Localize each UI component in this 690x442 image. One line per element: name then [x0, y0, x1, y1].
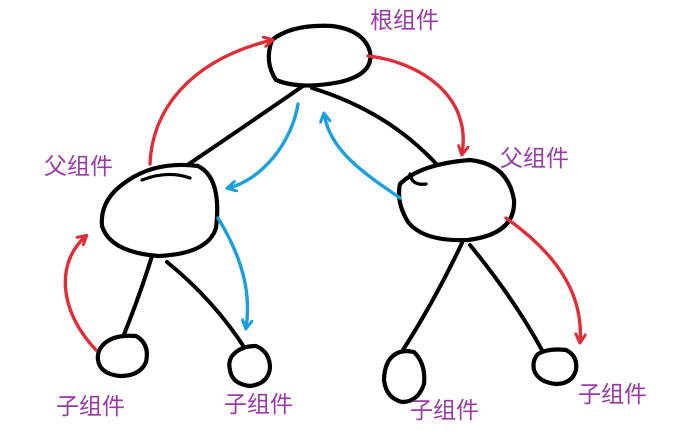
node-child-4 — [531, 347, 579, 387]
red-flow-arrows — [63, 40, 580, 352]
edge-root-to-left-parent — [181, 84, 305, 170]
node-labels: 根组件 父组件 父组件 子组件 子组件 子组件 子组件 — [44, 8, 647, 424]
child-2-label: 子组件 — [224, 392, 293, 418]
edge-root-to-right-parent — [310, 86, 442, 170]
tree-edges — [119, 84, 545, 354]
parent-right-node-fold — [408, 172, 428, 186]
edge-left-parent-to-child-1 — [119, 254, 154, 344]
node-child-2 — [227, 343, 273, 389]
root-node-shape — [266, 23, 373, 88]
red-arrow-left-parent-to-root — [148, 40, 272, 166]
red-arrow-root-to-right-parent — [366, 54, 463, 154]
red-arrow-child-1-to-left-parent — [63, 236, 98, 352]
blue-arrow-left-parent-to-child-2 — [216, 216, 248, 328]
blue-arrow-root-to-left-parent — [228, 102, 300, 188]
child-1-label: 子组件 — [56, 394, 125, 420]
child-4-node-shape — [531, 347, 579, 387]
blue-arrow-right-parent-to-root — [324, 114, 402, 200]
red-arrow-right-parent-to-child-4 — [504, 216, 580, 342]
parent-left-node-fold — [140, 172, 192, 182]
parent-left-label: 父组件 — [44, 154, 113, 180]
node-root — [266, 23, 373, 88]
child-2-node-shape — [227, 343, 273, 389]
parent-right-node-shape — [396, 157, 517, 243]
parent-left-node-shape — [99, 162, 220, 259]
child-3-node-shape — [381, 349, 427, 405]
edge-right-parent-to-child-4 — [468, 243, 545, 354]
child-3-label: 子组件 — [410, 398, 479, 424]
node-child-3 — [381, 349, 427, 405]
blue-flow-arrows — [216, 102, 402, 328]
edge-right-parent-to-child-3 — [401, 241, 464, 352]
edge-left-parent-to-child-2 — [165, 260, 248, 352]
node-parent-right — [396, 157, 517, 243]
node-parent-left — [99, 162, 220, 259]
parent-right-label: 父组件 — [500, 146, 569, 172]
child-4-label: 子组件 — [578, 382, 647, 408]
child-1-node-shape — [95, 333, 149, 379]
root-label: 根组件 — [370, 8, 439, 34]
node-child-1 — [95, 333, 149, 379]
